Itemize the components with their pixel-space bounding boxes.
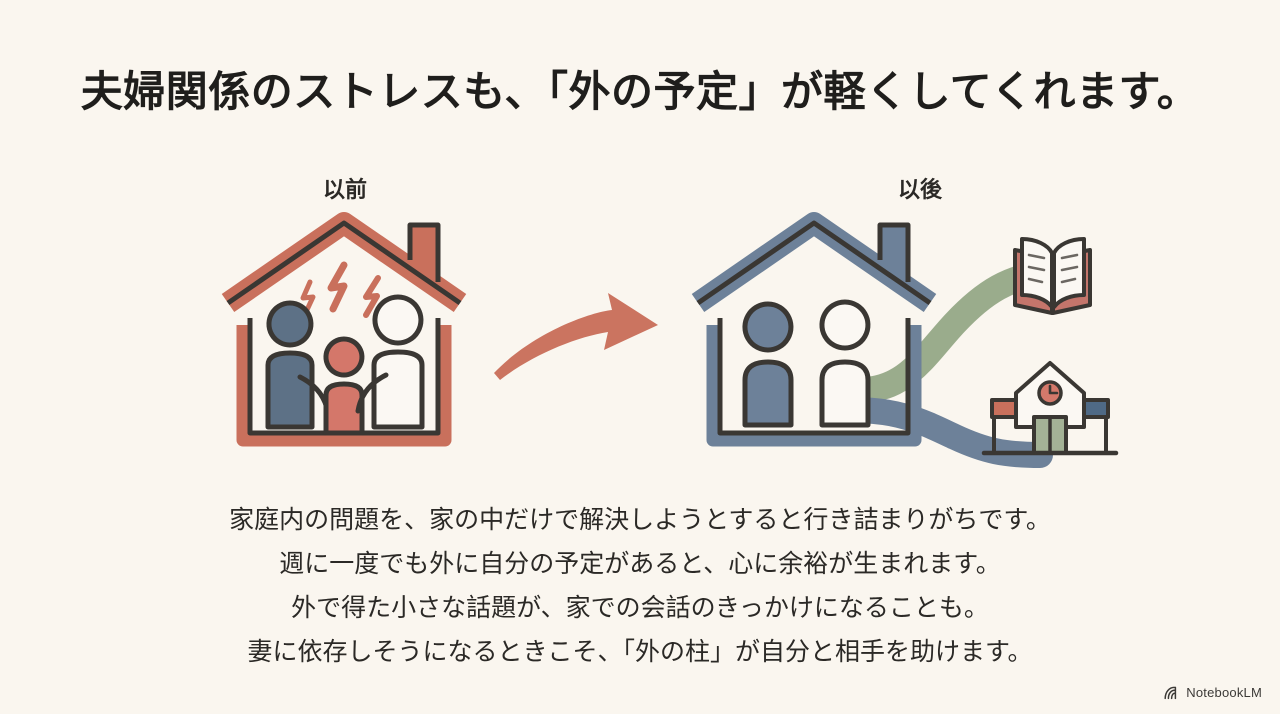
person-calm-right <box>819 299 871 428</box>
diagram-illustration <box>0 205 1280 480</box>
book-icon <box>1013 237 1092 315</box>
body-line: 家庭内の問題を、家の中だけで解決しようとすると行き詰まりがちです。 <box>229 506 1051 534</box>
stress-bolt-icon <box>300 261 381 318</box>
person-adult-left <box>265 300 331 430</box>
page-title: 夫婦関係のストレスも、「外の予定」が軽くしてくれます。 <box>80 68 1200 115</box>
body-line: 妻に依存しそうになるときこそ、「外の柱」が自分と相手を助けます。 <box>247 638 1033 666</box>
house-after <box>691 212 937 447</box>
body-paragraph: 家庭内の問題を、家の中だけで解決しようとすると行き詰まりがちです。 週に一度でも… <box>0 498 1280 674</box>
person-child-center <box>323 336 365 436</box>
notebooklm-spiral-icon <box>1164 686 1180 700</box>
house-before <box>221 212 467 447</box>
before-label: 以前 <box>322 177 367 202</box>
person-adult-right <box>355 294 425 430</box>
diagram-canvas <box>221 212 1119 468</box>
community-building-icon <box>981 361 1119 456</box>
curved-arrow <box>494 293 658 380</box>
after-label: 以後 <box>897 177 942 202</box>
brand-name: NotebookLM <box>1186 685 1262 700</box>
person-calm-left <box>742 301 794 428</box>
brand-footer: NotebookLM <box>1164 685 1262 700</box>
body-line: 外で得た小さな話題が、家での会話のきっかけになることも。 <box>291 594 989 622</box>
body-line: 週に一度でも外に自分の予定があると、心に余裕が生まれます。 <box>279 550 1001 578</box>
